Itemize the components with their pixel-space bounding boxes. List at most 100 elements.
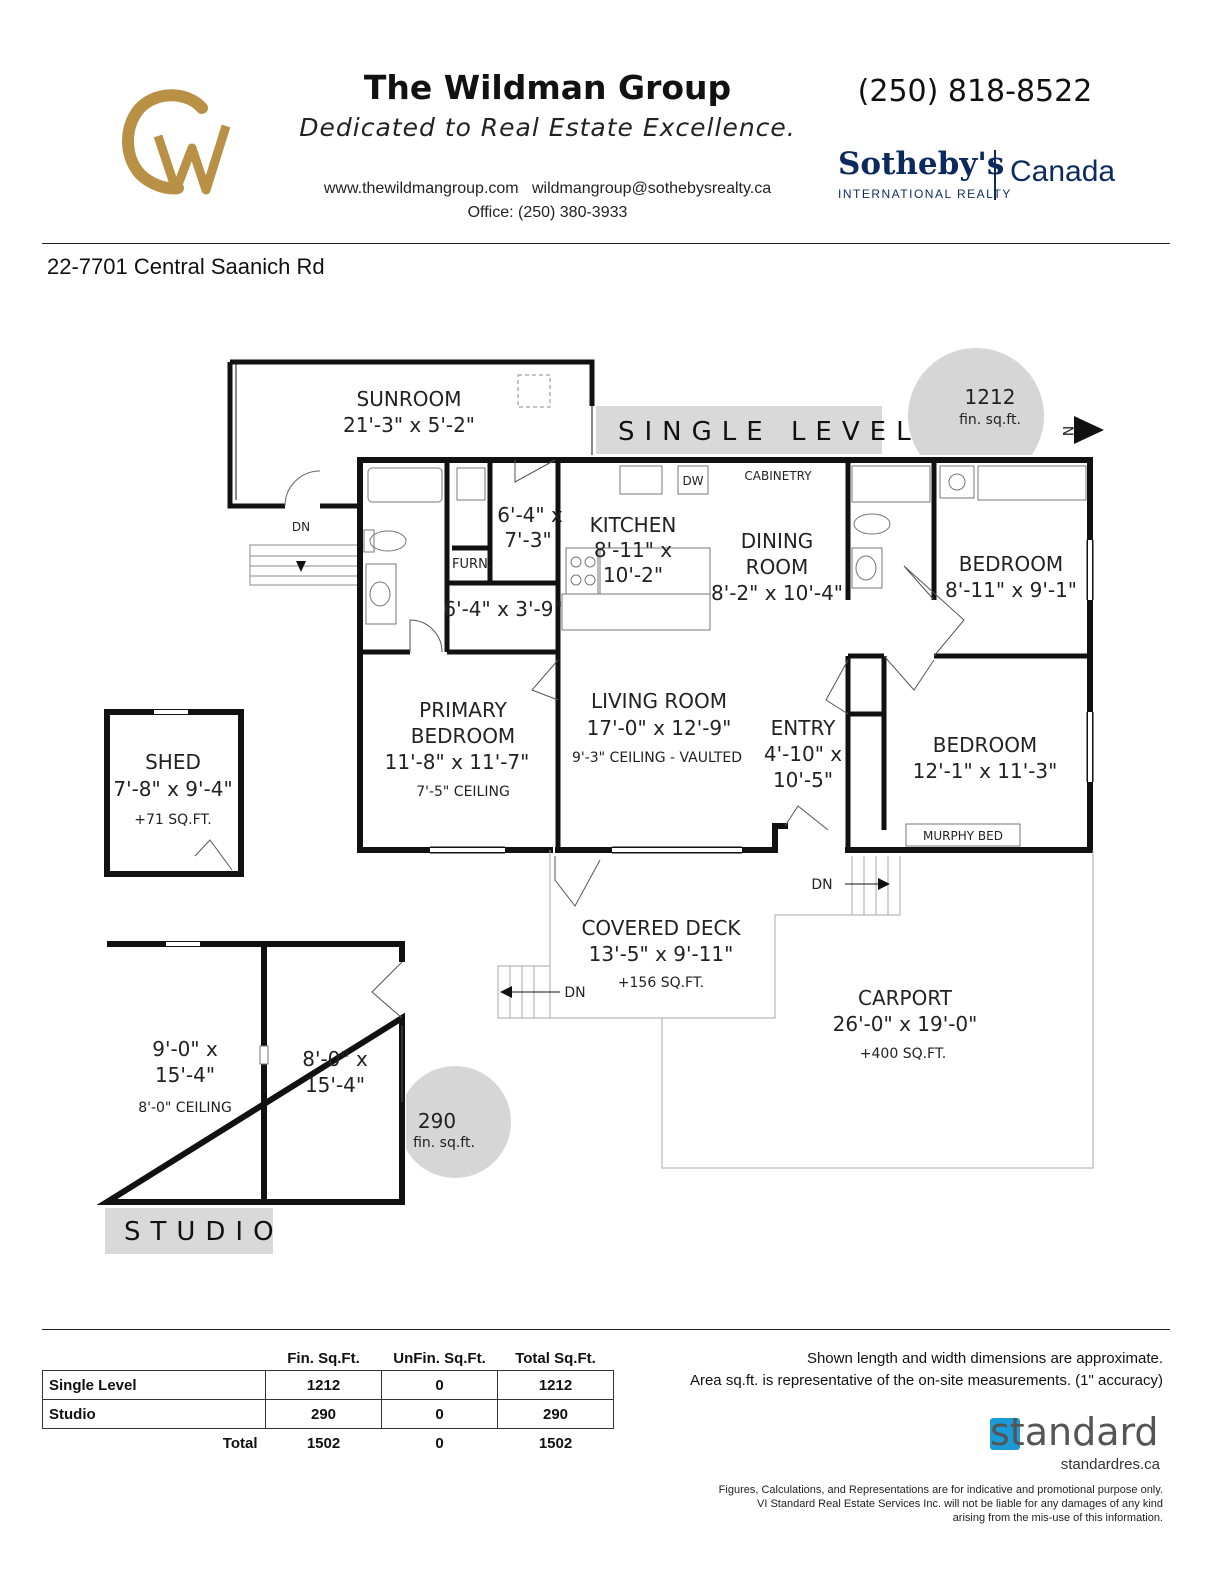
- level-area-unit: fin. sq.ft.: [959, 412, 1021, 428]
- shed-area: +71 SQ.FT.: [134, 812, 212, 828]
- office-phone: Office: (250) 380-3933: [467, 204, 628, 221]
- area-col-fin: Fin. Sq.Ft.: [287, 1349, 360, 1367]
- living-ceiling: 9'-3" CEILING - VAULTED: [572, 750, 742, 766]
- studio-a-dims2: 15'-4": [155, 1063, 215, 1087]
- kitchen-dims1: 8'-11" x: [594, 538, 672, 562]
- studio-a-dims1: 9'-0" x: [152, 1037, 218, 1061]
- area-row-name: Single Level: [42, 1370, 266, 1400]
- floor-plan: SINGLE LEVEL 1212 fin. sq.ft. N SUNROOM …: [96, 348, 1104, 1254]
- brand-sub: INTERNATIONAL REALTY: [838, 187, 1012, 201]
- standard-logo-mark: [990, 1418, 1020, 1450]
- living-dims: 17'-0" x 12'-9": [587, 716, 732, 740]
- email-link[interactable]: wildmangroup@sothebysrealty.ca: [531, 180, 772, 197]
- area-row-total: 290: [497, 1399, 614, 1429]
- studio-area-unit: fin. sq.ft.: [413, 1135, 475, 1151]
- carport-name: CARPORT: [858, 986, 953, 1010]
- area-table: Fin. Sq.Ft. UnFin. Sq.Ft. Total Sq.Ft. S…: [42, 1346, 614, 1457]
- down-arrow-icon: [296, 561, 306, 572]
- kitchen-dims2: 10'-2": [603, 563, 663, 587]
- dn-label-entry: DN: [811, 877, 832, 893]
- deck-name: COVERED DECK: [581, 916, 741, 940]
- shed-name: SHED: [145, 750, 201, 774]
- area-total-fin: 1502: [306, 1434, 341, 1452]
- entry-dims2: 10'-5": [773, 768, 833, 792]
- area-row-fin: 1212: [265, 1370, 382, 1400]
- primary-name1: PRIMARY: [419, 698, 507, 722]
- disclaimer-line2: VI Standard Real Estate Services Inc. wi…: [757, 1498, 1163, 1510]
- area-row-fin: 290: [265, 1399, 382, 1429]
- footer-rule: [42, 1329, 1170, 1330]
- studio-label: STUDIO: [124, 1217, 284, 1247]
- area-row-total: 1212: [497, 1370, 614, 1400]
- area-col-total: Total Sq.Ft.: [515, 1349, 596, 1367]
- north-arrow-icon: [1074, 416, 1104, 444]
- brand-divider: [994, 150, 996, 200]
- bedroom1-dims: 8'-11" x 9'-1": [945, 578, 1077, 602]
- wildman-logo: [122, 89, 230, 195]
- studio-area-value: 290: [418, 1109, 456, 1133]
- standard-logo: standard: [990, 1410, 1159, 1454]
- dn-label-deck: DN: [564, 985, 585, 1001]
- sunroom-dims: 21'-3" x 5'-2": [343, 413, 475, 437]
- dining-dims: 8'-2" x 10'-4": [711, 581, 843, 605]
- area-row-unfin: 0: [381, 1370, 498, 1400]
- table-row: Studio 290 0 290: [42, 1399, 614, 1429]
- bedroom2-dims: 12'-1" x 11'-3": [913, 759, 1058, 783]
- accuracy-note: Area sq.ft. is representative of the on-…: [689, 1372, 1163, 1389]
- level-area-value: 1212: [965, 385, 1016, 409]
- furnace-label: FURN.: [452, 557, 492, 572]
- bath-top-dims1: 6'-4" x: [497, 503, 563, 527]
- carport-dims: 26'-0" x 19'-0": [833, 1012, 978, 1036]
- property-address: 22-7701 Central Saanich Rd: [47, 254, 325, 279]
- deck-down-arrow-icon: [500, 986, 512, 998]
- company-tagline: Dedicated to Real Estate Excellence.: [299, 113, 796, 142]
- deck-dims: 13'-5" x 9'-11": [589, 942, 734, 966]
- area-row-unfin: 0: [381, 1399, 498, 1429]
- primary-dims: 11'-8" x 11'-7": [385, 750, 530, 774]
- dining-name1: DINING: [741, 529, 814, 553]
- disclaimer-line3: arising from the mis-use of this informa…: [952, 1512, 1163, 1524]
- level-label: SINGLE LEVEL: [618, 417, 921, 447]
- bedroom2-name: BEDROOM: [933, 733, 1037, 757]
- bedroom1-name: BEDROOM: [959, 552, 1063, 576]
- area-total-unfin: 0: [435, 1434, 444, 1452]
- primary-name2: BEDROOM: [411, 724, 515, 748]
- carport-area: +400 SQ.FT.: [860, 1046, 946, 1062]
- standard-url[interactable]: standardres.ca: [1060, 1456, 1160, 1473]
- area-total-name: Total: [222, 1434, 258, 1452]
- laundry-dims: 6'-4" x 3'-9": [443, 597, 562, 621]
- dishwasher-label: DW: [682, 474, 703, 488]
- studio-b-dims2: 15'-4": [305, 1073, 365, 1097]
- entry-down-arrow-icon: [878, 878, 890, 890]
- cabinetry-label: CABINETRY: [744, 469, 812, 483]
- deck-area: +156 SQ.FT.: [618, 975, 704, 991]
- sunroom-name: SUNROOM: [357, 387, 462, 411]
- studio-b-dims1: 8'-0" x: [302, 1047, 368, 1071]
- level-banner: [596, 406, 882, 454]
- area-col-blank: [43, 1346, 266, 1371]
- agent-phone: (250) 818-8522: [857, 74, 1093, 109]
- bath-top-dims2: 7'-3": [504, 528, 551, 552]
- studio-banner: [105, 1208, 273, 1254]
- level-area-badge: [908, 348, 1044, 484]
- studio-a-ceiling: 8'-0" CEILING: [138, 1100, 232, 1116]
- studio-area-badge: [399, 1066, 511, 1178]
- brand-name: Sotheby's: [838, 146, 1005, 182]
- entry-dims1: 4'-10" x: [764, 742, 842, 766]
- contact-line: www.thewildmangroup.com wildmangroup@sot…: [290, 180, 805, 198]
- header-rule: [42, 243, 1170, 244]
- dimensions-note: Shown length and width dimensions are ap…: [806, 1350, 1163, 1367]
- shed-dims: 7'-8" x 9'-4": [113, 777, 232, 801]
- dn-label-west: DN: [292, 520, 310, 534]
- kitchen-name: KITCHEN: [590, 513, 677, 537]
- area-total-row: Total 1502 0 1502: [43, 1429, 614, 1458]
- murphy-bed-label: MURPHY BED: [923, 829, 1003, 843]
- area-total-total: 1502: [538, 1434, 573, 1452]
- dining-name2: ROOM: [746, 555, 809, 579]
- area-col-unfin: UnFin. Sq.Ft.: [393, 1349, 486, 1367]
- area-table-header: Fin. Sq.Ft. UnFin. Sq.Ft. Total Sq.Ft.: [43, 1346, 614, 1371]
- website-link[interactable]: www.thewildmangroup.com: [323, 180, 519, 197]
- living-name: LIVING ROOM: [591, 689, 727, 713]
- company-name: The Wildman Group: [363, 68, 732, 107]
- entry-name: ENTRY: [771, 716, 836, 740]
